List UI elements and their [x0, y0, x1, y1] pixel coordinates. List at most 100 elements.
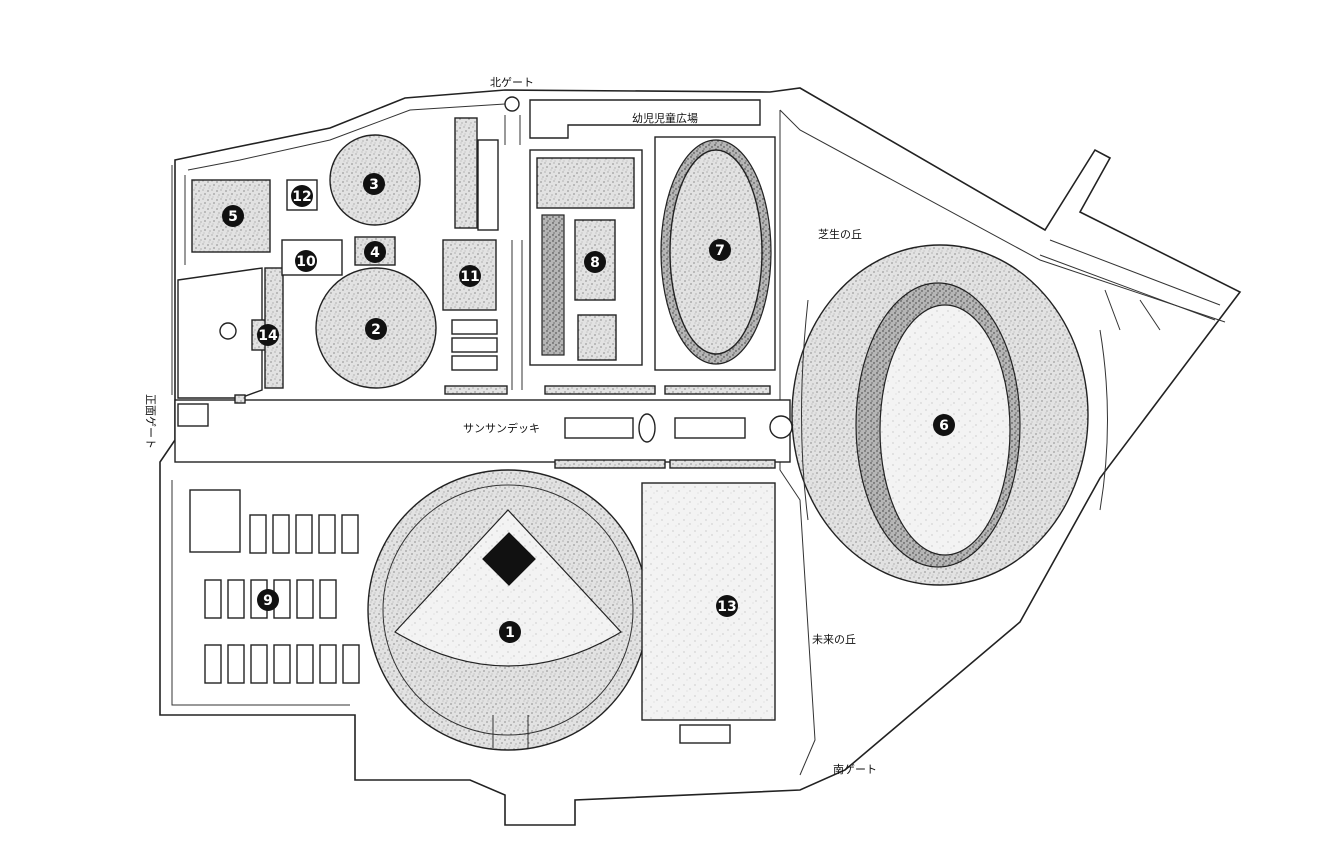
deck-planter	[554, 459, 666, 469]
facility-8-court	[577, 314, 617, 361]
deck-stair	[177, 403, 209, 427]
deck-planter	[544, 385, 656, 395]
stair-block	[451, 319, 498, 371]
deck-circle	[769, 415, 793, 439]
facility-marker-14: 14	[257, 324, 279, 346]
marker-circle	[933, 414, 955, 436]
facility-marker-7: 7	[709, 239, 731, 261]
marker-circle	[709, 239, 731, 261]
sunsun-deck-label: サンサンデッキ	[463, 421, 540, 435]
marker-number: 4	[370, 245, 380, 261]
deck-bench	[564, 417, 634, 439]
court	[273, 644, 291, 684]
marker-number: 12	[292, 189, 311, 205]
marker-number: 14	[258, 328, 278, 344]
facility-marker-2: 2	[365, 318, 387, 340]
court	[227, 644, 245, 684]
court	[227, 579, 245, 619]
facility-marker-6: 6	[933, 414, 955, 436]
deck-planter	[444, 385, 508, 395]
facility-marker-11: 11	[459, 265, 481, 287]
marker-circle	[365, 318, 387, 340]
facility-8-strip	[541, 214, 565, 356]
ne-path	[1039, 239, 1221, 321]
park-boundary	[159, 87, 1242, 826]
court	[296, 644, 314, 684]
marker-circle	[257, 324, 279, 346]
court	[249, 514, 267, 554]
marker-number: 13	[717, 599, 736, 615]
deck-bench	[674, 417, 746, 439]
inner-path	[779, 109, 1226, 323]
facility-marker-4: 4	[364, 241, 386, 263]
facility-9-frame	[189, 489, 241, 553]
marker-circle	[364, 241, 386, 263]
children-plaza-label: 幼児児童広場	[632, 111, 698, 125]
court	[295, 514, 313, 554]
facility-1-seam	[492, 715, 529, 748]
court	[341, 514, 359, 554]
facility-marker-10: 10	[295, 250, 317, 272]
deck-planter	[669, 459, 776, 469]
facility-marker-9: 9	[257, 589, 279, 611]
marker-circle	[257, 589, 279, 611]
marker-number: 6	[939, 418, 949, 434]
facility-marker-1: 1	[499, 621, 521, 643]
deck-planter	[664, 385, 771, 395]
ne-path	[1104, 289, 1161, 331]
facility-9-courts	[204, 514, 360, 684]
court	[204, 644, 222, 684]
facility-13-entry	[679, 724, 731, 744]
court	[319, 644, 337, 684]
deck-fountain	[638, 413, 656, 443]
inner-path	[171, 480, 350, 706]
marker-number: 8	[590, 255, 600, 271]
marker-number: 3	[369, 177, 379, 193]
facility-11-annex	[454, 117, 478, 229]
marker-number: 11	[460, 269, 479, 285]
marker-circle	[499, 621, 521, 643]
marker-number: 9	[263, 593, 273, 609]
marker-circle	[716, 595, 738, 617]
facility-marker-13: 13	[716, 595, 738, 617]
marker-number: 5	[228, 209, 238, 225]
facility-1-inner	[382, 484, 634, 736]
court	[272, 514, 290, 554]
facility-6-arc	[1099, 329, 1108, 511]
north-gate-roundabout	[504, 96, 520, 112]
marker-circle	[584, 251, 606, 273]
future-hill-label: 未来の丘	[812, 633, 856, 646]
court	[250, 644, 268, 684]
marker-circle	[459, 265, 481, 287]
marker-circle	[222, 205, 244, 227]
south-gate-label: 南ゲート	[833, 763, 877, 776]
facility-14-ring	[219, 322, 237, 340]
marker-number: 7	[715, 243, 725, 259]
marker-circle	[295, 250, 317, 272]
court	[318, 514, 336, 554]
facility-1-infield	[394, 509, 622, 667]
inner-path	[779, 110, 816, 776]
children-plaza	[529, 99, 761, 139]
court	[204, 579, 222, 619]
main-gate-label: 正面ゲート	[144, 394, 157, 449]
marker-circle	[363, 173, 385, 195]
marker-circle	[291, 185, 313, 207]
facility-11-annex	[477, 139, 499, 231]
inner-path	[187, 103, 506, 171]
planter	[234, 394, 246, 404]
court	[342, 644, 360, 684]
marker-number: 10	[296, 254, 316, 270]
court	[319, 579, 337, 619]
north-gate-label: 北ゲート	[490, 76, 534, 89]
lawn-hill-label: 芝生の丘	[818, 227, 862, 241]
facility-marker-12: 12	[291, 185, 313, 207]
facility-marker-8: 8	[584, 251, 606, 273]
facility-marker-3: 3	[363, 173, 385, 195]
court	[296, 579, 314, 619]
facility-marker-5: 5	[222, 205, 244, 227]
facility-13	[641, 482, 776, 721]
marker-number: 1	[505, 625, 515, 641]
